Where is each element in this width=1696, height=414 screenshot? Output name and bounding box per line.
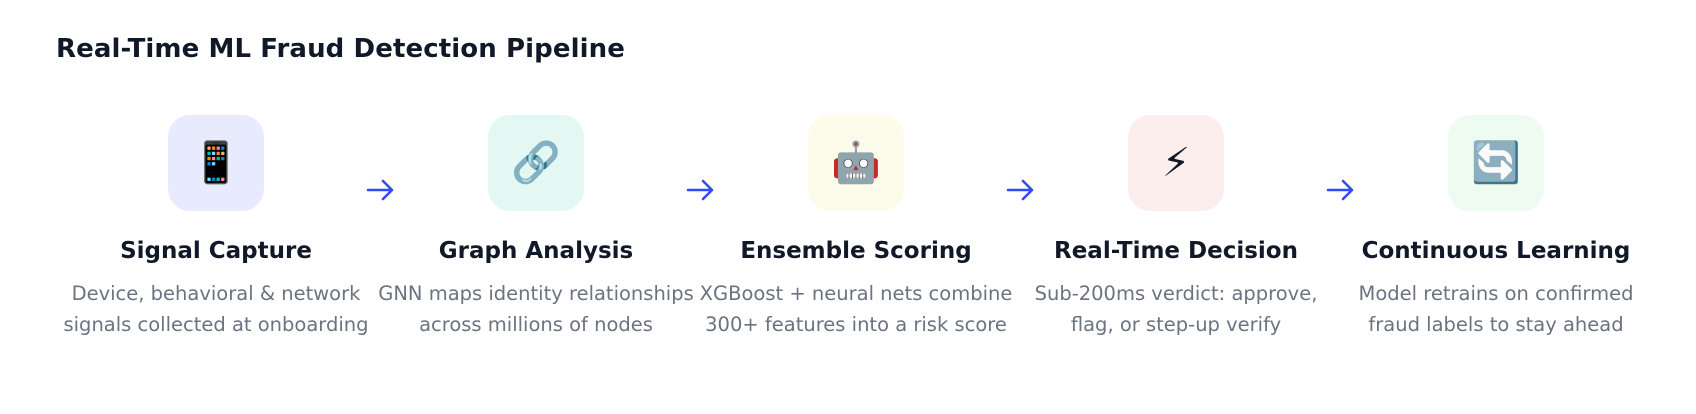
stage-title: Continuous Learning (1361, 238, 1631, 264)
stage-real-time-decision: ⚡ Real-Time Decision Sub-200ms verdict: … (1016, 115, 1336, 340)
arrow-right-icon (366, 179, 394, 201)
page-title: Real-Time ML Fraud Detection Pipeline (56, 34, 625, 64)
stage-title: Ensemble Scoring (740, 238, 972, 264)
mobile-phone-icon: 📱 (168, 115, 264, 211)
stage-description: GNN maps identity relationships across m… (378, 282, 694, 336)
stage-description: Model retrains on confirmed fraud labels… (1358, 282, 1634, 336)
stage-graph-analysis: 🔗 Graph Analysis GNN maps identity relat… (376, 115, 696, 340)
stage-signal-capture: 📱 Signal Capture Device, behavioral & ne… (56, 115, 376, 340)
stage-description: XGBoost + neural nets combine 300+ featu… (699, 282, 1013, 336)
robot-icon: 🤖 (808, 115, 904, 211)
stage-title: Real-Time Decision (1054, 238, 1298, 264)
link-icon: 🔗 (488, 115, 584, 211)
stage-title: Signal Capture (120, 238, 312, 264)
lightning-icon: ⚡ (1128, 115, 1224, 211)
arrow-right-icon (686, 179, 714, 201)
refresh-cycle-icon: 🔄 (1448, 115, 1544, 211)
stage-title: Graph Analysis (438, 238, 634, 264)
stage-description: Sub-200ms verdict: approve, flag, or ste… (1034, 282, 1318, 336)
stage-description: Device, behavioral & network signals col… (63, 282, 369, 336)
arrow-right-icon (1006, 179, 1034, 201)
stage-ensemble-scoring: 🤖 Ensemble Scoring XGBoost + neural nets… (696, 115, 1016, 340)
stage-continuous-learning: 🔄 Continuous Learning Model retrains on … (1336, 115, 1656, 340)
arrow-right-icon (1326, 179, 1354, 201)
